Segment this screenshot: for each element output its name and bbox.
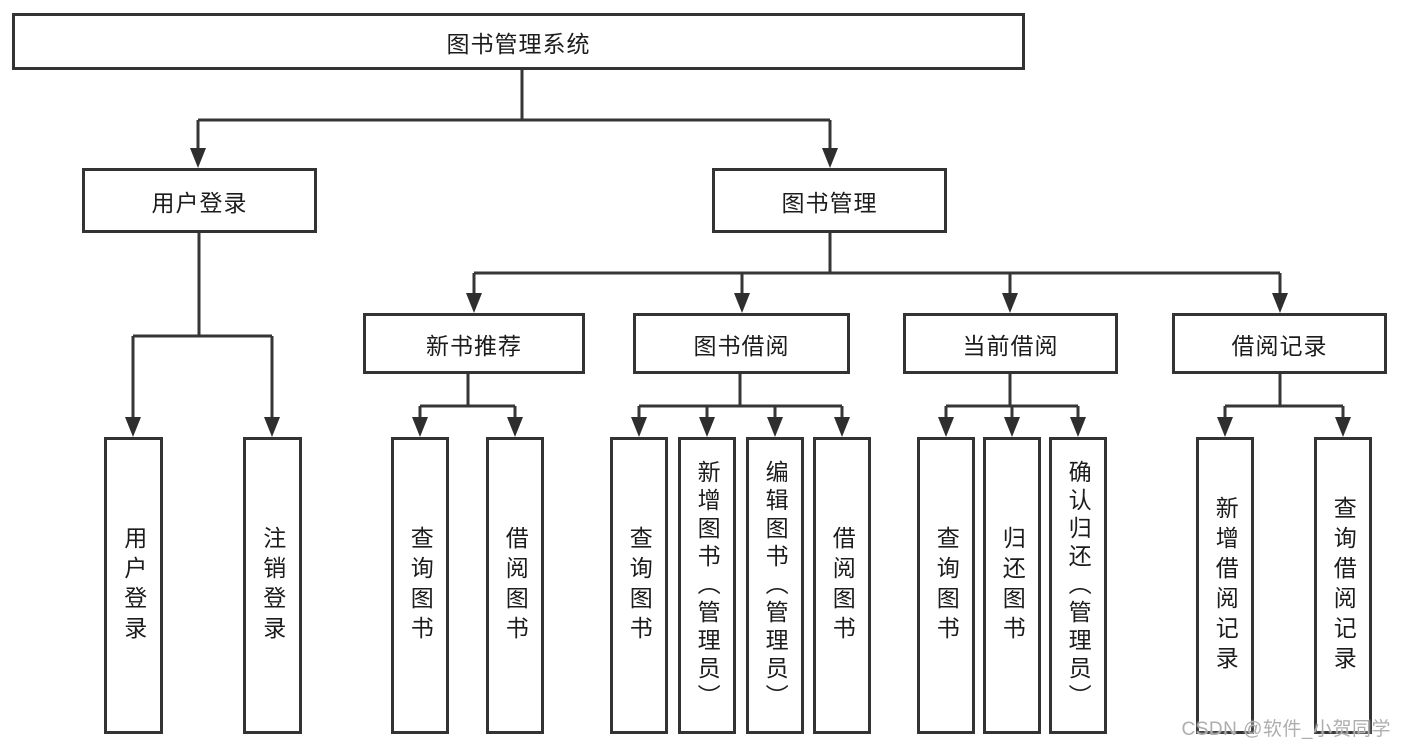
node-label: 当前借阅 — [962, 332, 1059, 359]
node-label: 注销登录 — [259, 525, 286, 646]
node-label: 用户登录 — [120, 525, 147, 646]
node-new-book-recommendation: 新书推荐 — [363, 313, 585, 374]
node-label: 编辑图书（管理员） — [762, 459, 789, 712]
node-label: 借阅图书 — [829, 525, 856, 646]
leaf-add-books-admin: 新增图书（管理员） — [678, 437, 736, 734]
leaf-query-books-recommend: 查询图书 — [391, 437, 449, 734]
node-label: 查询图书 — [407, 525, 434, 646]
leaf-return-books: 归还图书 — [983, 437, 1041, 734]
leaf-borrow-books-borrowing: 借阅图书 — [813, 437, 871, 734]
arrowheads — [125, 148, 1351, 437]
node-user-login: 用户登录 — [82, 168, 317, 233]
node-label: 新增借阅记录 — [1212, 495, 1239, 676]
leaf-borrow-books-recommend: 借阅图书 — [486, 437, 544, 734]
leaf-logout: 注销登录 — [243, 437, 302, 734]
leaf-query-books-current: 查询图书 — [917, 437, 975, 734]
leaf-edit-books-admin: 编辑图书（管理员） — [746, 437, 804, 734]
leaf-user-login: 用户登录 — [104, 437, 163, 734]
node-label: 借阅图书 — [502, 525, 529, 646]
node-label: 确认归还（管理员） — [1065, 459, 1092, 712]
node-label: 查询图书 — [626, 525, 653, 646]
node-library-management-system: 图书管理系统 — [12, 13, 1025, 70]
node-label: 查询图书 — [933, 525, 960, 646]
node-label: 新书推荐 — [426, 332, 522, 359]
node-label: 查询借阅记录 — [1330, 495, 1357, 676]
node-current-borrowing: 当前借阅 — [903, 313, 1118, 374]
node-label: 图书管理系统 — [446, 30, 591, 57]
node-book-management: 图书管理 — [712, 168, 947, 233]
node-label: 图书借阅 — [693, 332, 790, 359]
node-label: 图书管理 — [781, 189, 878, 216]
leaf-query-borrow-record: 查询借阅记录 — [1314, 437, 1372, 734]
leaf-add-borrow-record: 新增借阅记录 — [1196, 437, 1254, 734]
node-book-borrowing: 图书借阅 — [633, 313, 850, 374]
node-label: 借阅记录 — [1231, 332, 1328, 359]
node-label: 新增图书（管理员） — [694, 459, 721, 712]
node-label: 归还图书 — [999, 525, 1026, 646]
leaf-confirm-return-admin: 确认归还（管理员） — [1049, 437, 1107, 734]
node-borrowing-records: 借阅记录 — [1172, 313, 1387, 374]
leaf-query-books-borrowing: 查询图书 — [610, 437, 668, 734]
node-label: 用户登录 — [151, 189, 248, 216]
